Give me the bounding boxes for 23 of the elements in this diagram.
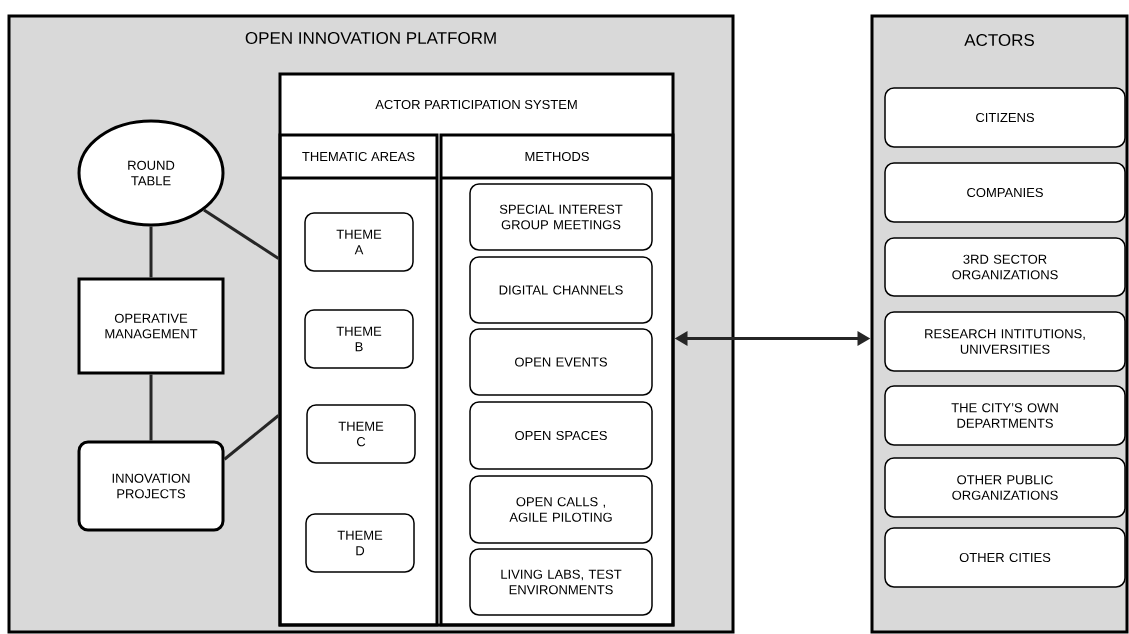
management-box: OPERATIVE MANAGEMENT	[77, 277, 225, 375]
actor-box: COMPANIES	[884, 162, 1126, 223]
actor-box: OTHER PUBLIC ORGANIZATIONS	[884, 457, 1126, 518]
actor-box: 3RD SECTOR ORGANIZATIONS	[884, 237, 1126, 297]
projects-box: INNOVATION PROJECTS	[77, 440, 225, 532]
theme-box: THEME C	[306, 404, 416, 464]
theme-box: THEME A	[304, 212, 414, 272]
method-box: LIVING LABS, TEST ENVIRONMENTS	[469, 548, 653, 616]
theme-box: THEME B	[304, 309, 414, 369]
actor-box: THE CITY’S OWN DEPARTMENTS	[884, 385, 1126, 446]
method-box: OPEN CALLS , AGILE PILOTING	[469, 475, 653, 544]
actor-box: OTHER CITIES	[884, 527, 1126, 588]
theme-box: THEME D	[305, 513, 415, 573]
method-box: OPEN EVENTS	[469, 328, 653, 396]
connector-line	[149, 226, 153, 278]
actor-box: CITIZENS	[884, 87, 1126, 148]
connector-line	[149, 374, 153, 441]
method-box: OPEN SPACES	[469, 401, 653, 470]
method-box: DIGITAL CHANNELS	[469, 256, 653, 324]
actor-box: RESEARCH INTITUTIONS, UNIVERSITIES	[884, 311, 1126, 372]
connector-line	[203, 208, 280, 260]
method-box: SPECIAL INTEREST GROUP MEETINGS	[469, 183, 653, 251]
connector-line	[223, 414, 280, 461]
